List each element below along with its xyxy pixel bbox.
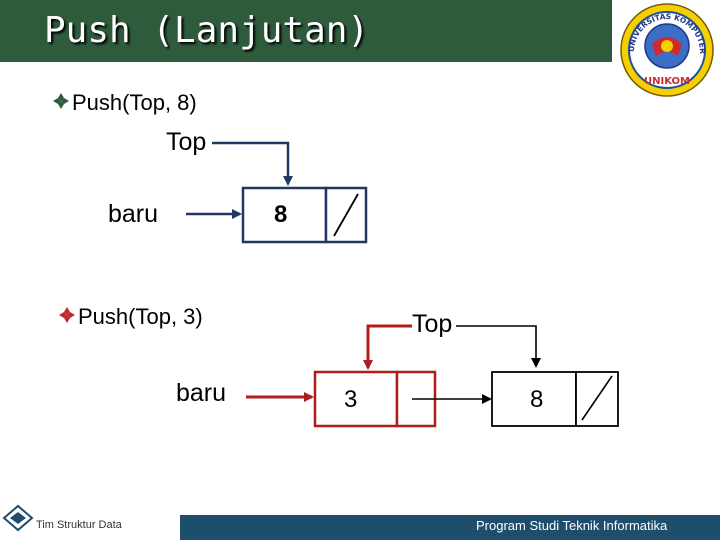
footer-left-text: Tim Struktur Data	[36, 519, 122, 531]
diamond-bullet-icon	[52, 90, 72, 116]
top-label-2: Top	[412, 310, 453, 338]
bullet-text: Push(Top, 3)	[78, 304, 203, 329]
logo-name: UNIKOM	[644, 76, 690, 87]
null-slash-1	[333, 193, 359, 237]
footer-right-text: Program Studi Teknik Informatika	[476, 518, 668, 533]
linked-list-diagram	[186, 141, 619, 428]
corner-diamond-icon	[2, 504, 34, 532]
unikom-logo: UNIVERSITAS KOMPUTER INDONESIA UNIKOM	[614, 0, 714, 97]
top-pointer-arrow-1	[212, 141, 293, 186]
bullet-push-3: Push(Top, 3)	[58, 304, 203, 330]
top-pointer-to-old-node	[456, 325, 541, 368]
diamond-bullet-icon	[58, 304, 78, 330]
top-label-1: Top	[166, 128, 207, 156]
baru-label-1: baru	[108, 200, 159, 228]
baru-label-2: baru	[176, 379, 227, 407]
title-bar	[0, 0, 612, 62]
node-value-8: 8	[274, 201, 288, 228]
node-3-data-cell	[313, 370, 399, 428]
page-title: Push (Lanjutan)	[44, 10, 370, 51]
node-value-3: 3	[344, 386, 358, 413]
null-slash-2	[581, 375, 613, 421]
top-pointer-to-new-node	[363, 324, 412, 370]
node-value-8-second: 8	[530, 386, 544, 413]
bullet-text: Push(Top, 8)	[72, 90, 197, 115]
bullet-push-8: Push(Top, 8)	[52, 90, 197, 116]
